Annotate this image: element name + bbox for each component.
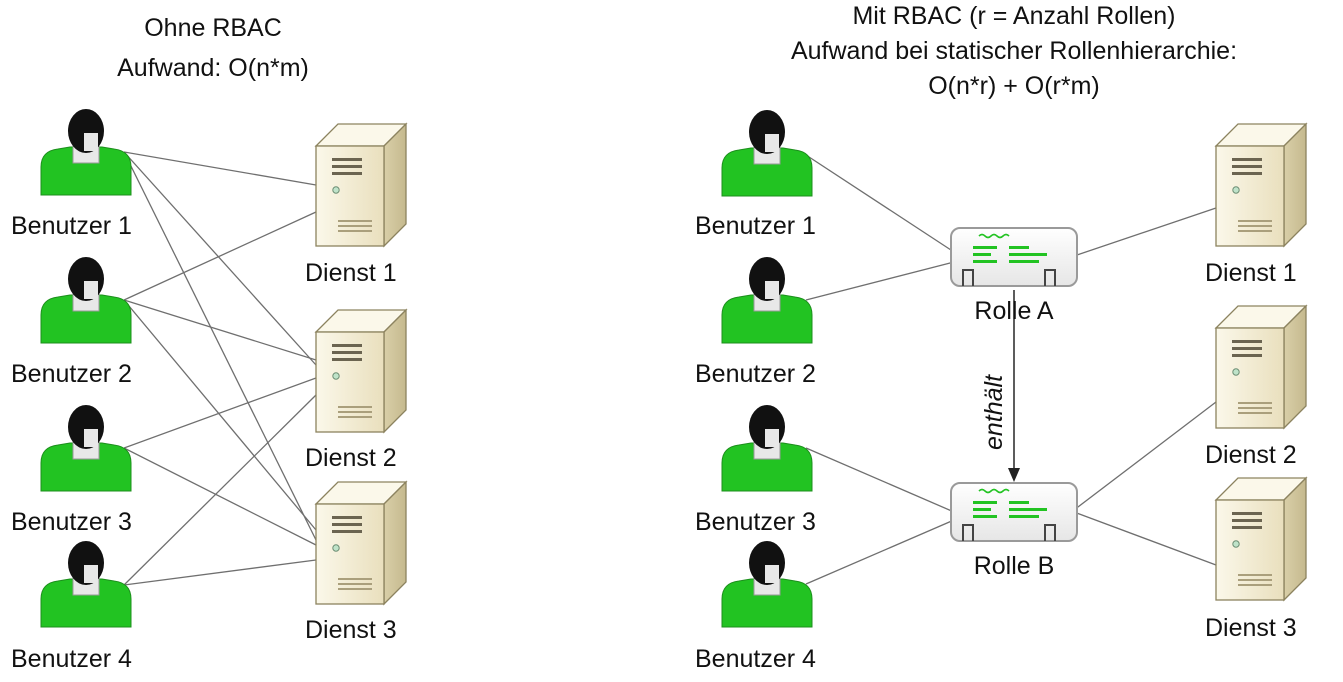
edge-u2-roleA [805,261,955,301]
edge-u3-roleB [805,447,955,513]
edge-u4-d2 [123,394,317,586]
right-user4-icon [721,540,813,628]
edge-u3-d3 [123,447,317,546]
right-service2-icon [1215,305,1307,429]
left-user2-label: Benutzer 2 [11,360,132,388]
left-user1-label: Benutzer 1 [11,212,132,240]
left-service3-icon [315,481,407,605]
edge-u1-d1 [123,151,317,186]
role-a-icon [950,227,1078,287]
right-user3-label: Benutzer 3 [695,508,816,536]
edge-u1-d3 [123,151,317,541]
role-b-label: Rolle B [974,552,1055,580]
hierarchy-label: enthält [980,374,1008,450]
edge-u1-roleA [805,154,955,253]
right-user4-label: Benutzer 4 [695,645,816,673]
edge-u1-d2 [123,151,317,366]
right-service1-icon [1215,123,1307,247]
left-title-line2: Aufwand: O(n*m) [117,54,309,82]
role-b-icon [950,482,1078,542]
right-user3-icon [721,404,813,492]
left-user2-icon [40,256,132,344]
left-user4-icon [40,540,132,628]
left-edges [123,151,317,586]
edge-u4-d3 [123,559,317,586]
right-service2-label: Dienst 2 [1205,441,1297,469]
edge-u4-roleB [805,519,955,585]
right-service3-icon [1215,477,1307,601]
edge-roleB-d2 [1073,401,1217,511]
edge-roleB-d3 [1073,511,1217,566]
right-service3-label: Dienst 3 [1205,614,1297,642]
edge-u2-d3 [123,299,317,531]
left-title-line1: Ohne RBAC [144,14,282,42]
left-user1-icon [40,108,132,196]
left-service1-label: Dienst 1 [305,259,397,287]
right-user2-label: Benutzer 2 [695,360,816,388]
edge-u3-d2 [123,377,317,449]
hierarchy-arrowhead [1008,468,1020,482]
edge-roleA-d1 [1073,207,1217,257]
right-service1-label: Dienst 1 [1205,259,1297,287]
left-service2-icon [315,309,407,433]
left-service3-label: Dienst 3 [305,616,397,644]
right-user2-icon [721,256,813,344]
role-a-label: Rolle A [974,297,1054,325]
right-title-line2: Aufwand bei statischer Rollenhierarchie: [791,37,1237,65]
right-title-line1: Mit RBAC (r = Anzahl Rollen) [852,2,1175,30]
left-user3-icon [40,404,132,492]
right-user1-icon [721,109,813,197]
left-service2-label: Dienst 2 [305,444,397,472]
right-edges [805,154,1217,585]
left-service1-icon [315,123,407,247]
left-user4-label: Benutzer 4 [11,645,132,673]
right-user1-label: Benutzer 1 [695,212,816,240]
right-title-line3: O(n*r) + O(r*m) [928,72,1100,100]
left-user3-label: Benutzer 3 [11,508,132,536]
edge-u2-d1 [123,211,317,301]
edge-u2-d2 [123,299,317,361]
